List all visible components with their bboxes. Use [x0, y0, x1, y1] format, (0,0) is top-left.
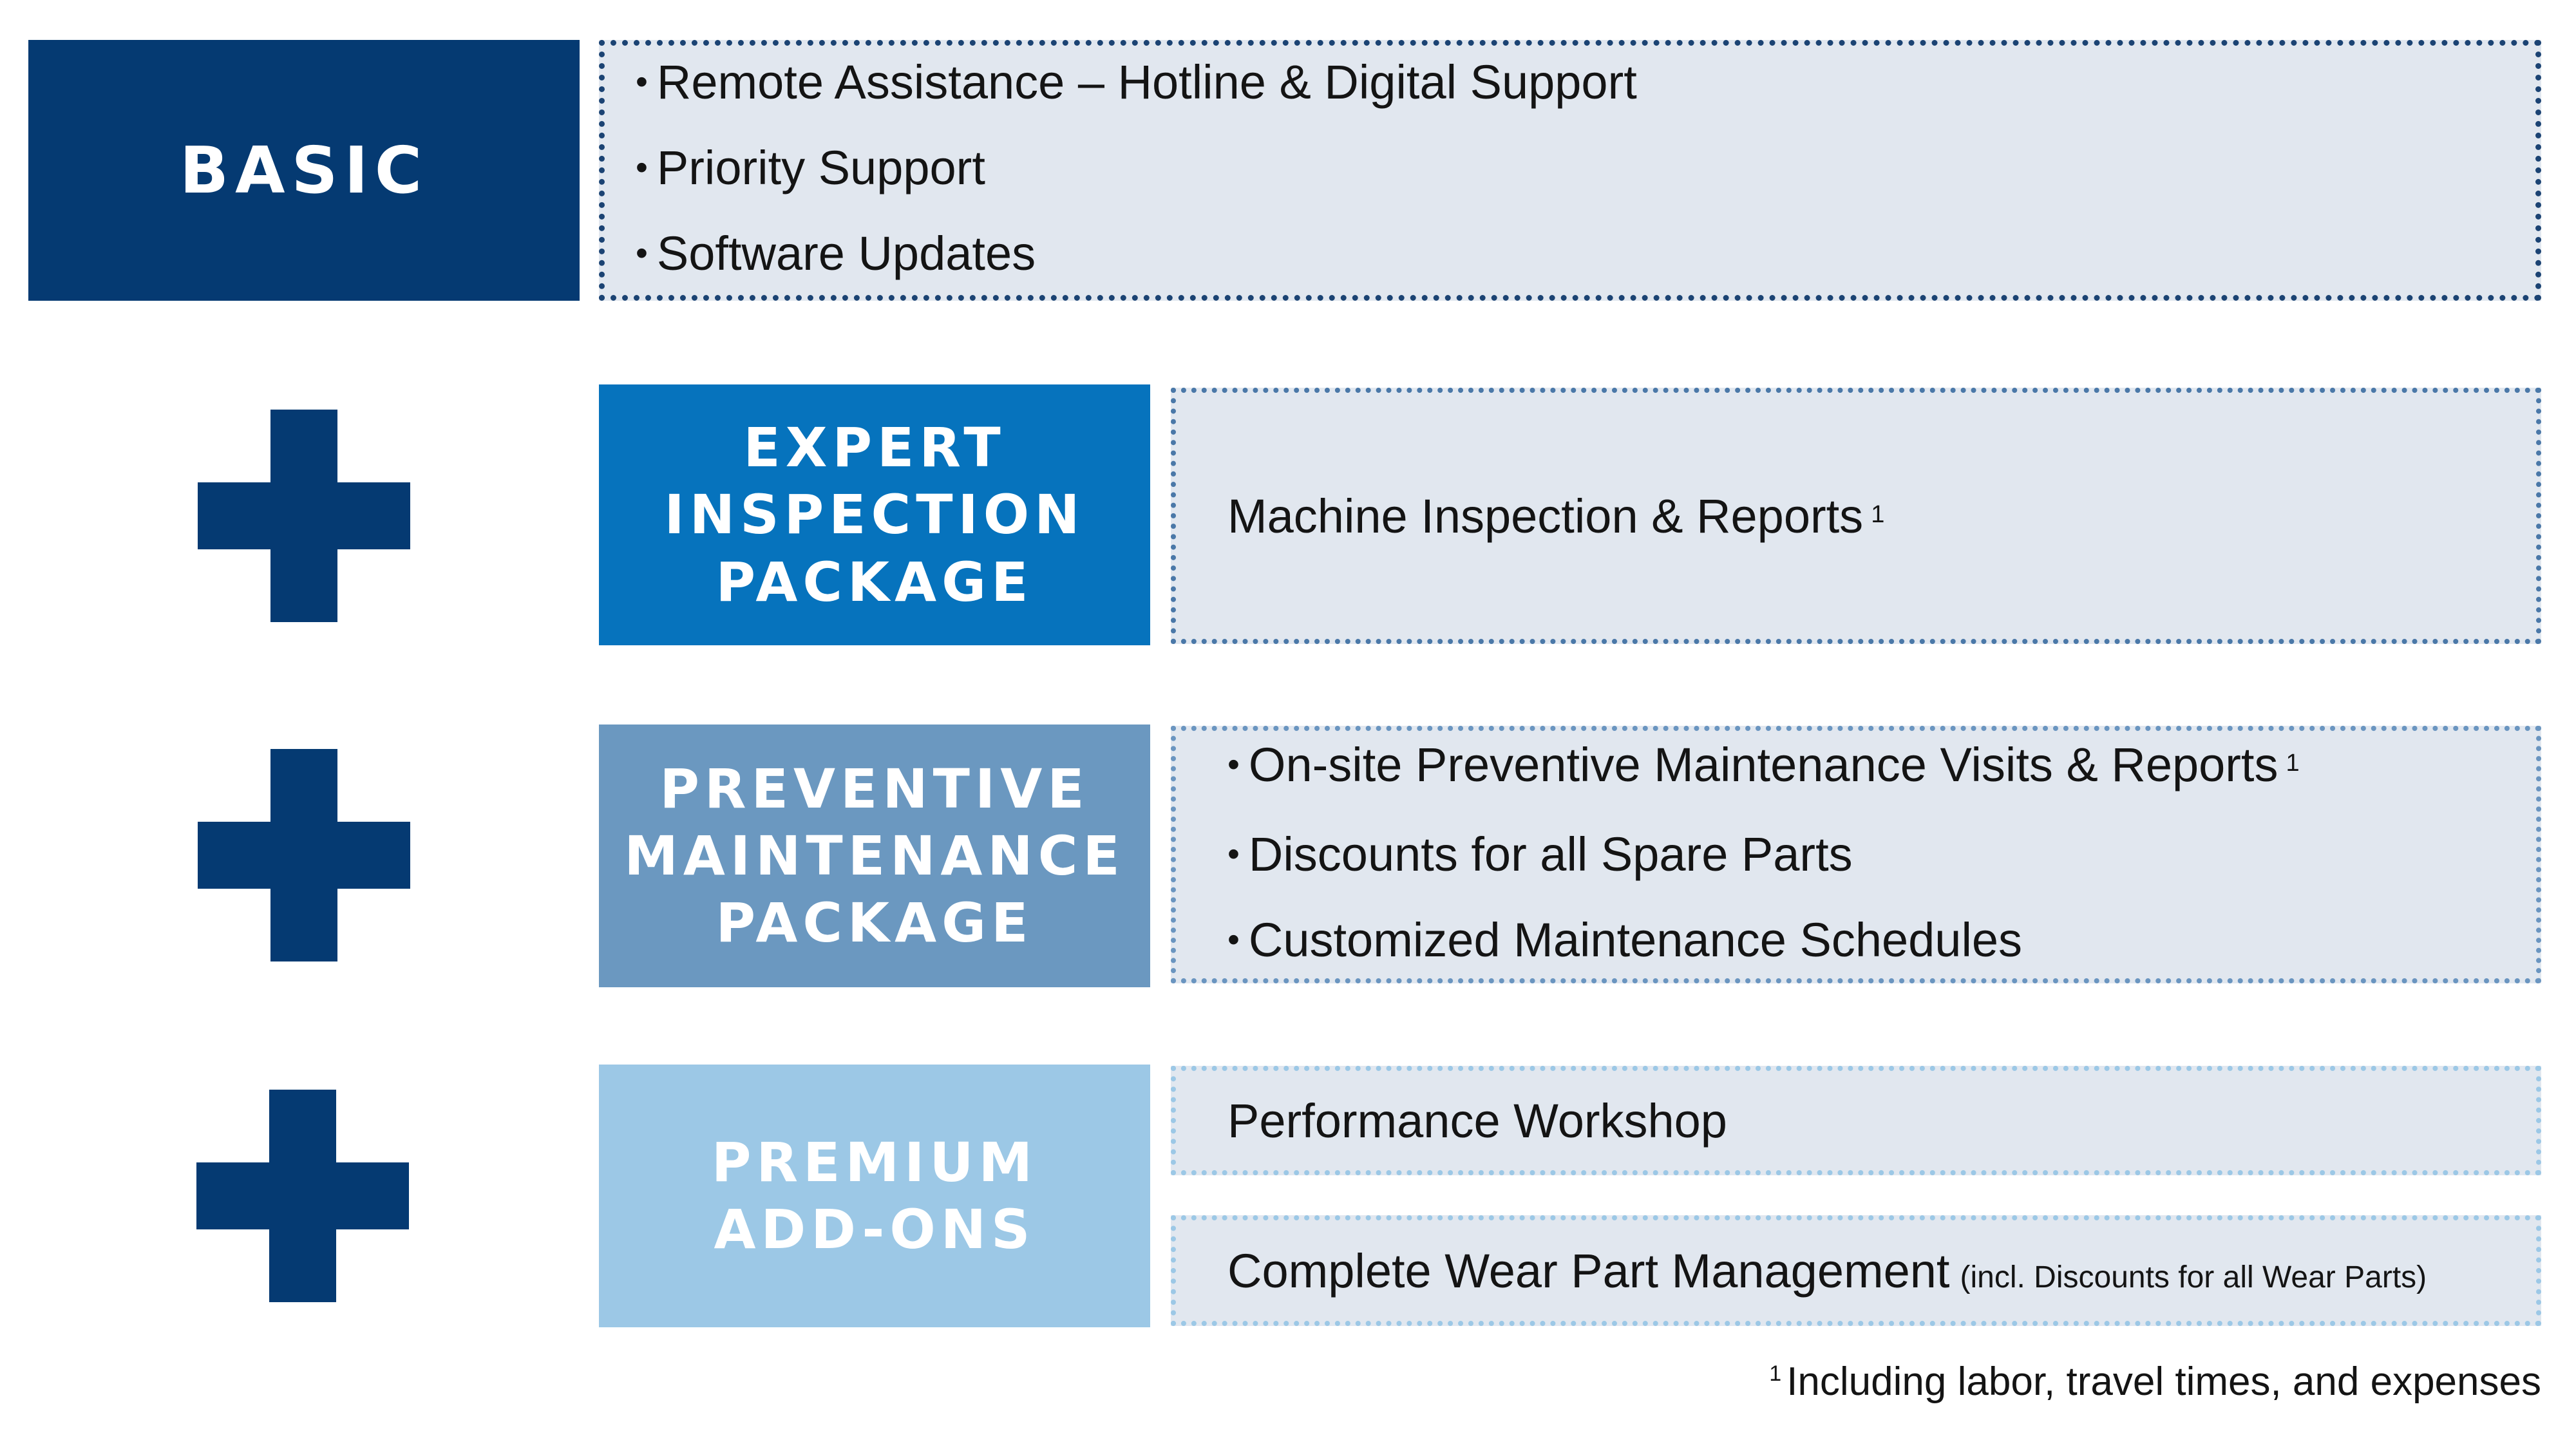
premium-addon-item: Complete Wear Part Management(incl. Disc… — [1227, 1244, 2427, 1298]
premium-addon-panel-2: Complete Wear Part Management(incl. Disc… — [1171, 1215, 2541, 1326]
premium-tier-box: PREMIUM ADD-ONS — [599, 1065, 1150, 1327]
plus-icon — [198, 410, 410, 622]
footnote-marker: 1 — [1769, 1361, 1782, 1386]
premium-addon-note: (incl. Discounts for all Wear Parts) — [1960, 1260, 2427, 1294]
preventive-tier-label: PREVENTIVE MAINTENANCE PACKAGE — [624, 757, 1125, 955]
premium-addon-panel-1: Performance Workshop — [1171, 1066, 2541, 1175]
premium-tier-label: PREMIUM ADD-ONS — [711, 1130, 1038, 1261]
list-item: Discounts for all Spare Parts — [1227, 814, 2536, 900]
list-item: Customized Maintenance Schedules — [1227, 900, 2536, 985]
preventive-features-list: On-site Preventive Maintenance Visits & … — [1227, 724, 2536, 985]
expert-tier-label: EXPERT INSPECTION PACKAGE — [664, 416, 1085, 614]
plus-icon — [196, 1090, 409, 1302]
footnote-marker: 1 — [2286, 749, 2300, 777]
basic-tier-label: BASIC — [179, 132, 429, 208]
basic-tier-box: BASIC — [28, 40, 580, 301]
basic-features-panel: Remote Assistance – Hotline & Digital Su… — [599, 40, 2541, 301]
footnote-text: Including labor, travel times, and expen… — [1786, 1359, 2541, 1404]
plus-icon — [198, 749, 410, 961]
footnote-marker: 1 — [1871, 500, 1885, 528]
list-item: Priority Support — [636, 128, 2535, 213]
list-item: Software Updates — [636, 213, 2535, 299]
expert-tier-box: EXPERT INSPECTION PACKAGE — [599, 384, 1150, 645]
basic-features-list: Remote Assistance – Hotline & Digital Su… — [636, 42, 2535, 299]
preventive-tier-box: PREVENTIVE MAINTENANCE PACKAGE — [599, 724, 1150, 987]
list-item: On-site Preventive Maintenance Visits & … — [1227, 724, 2536, 814]
preventive-features-panel: On-site Preventive Maintenance Visits & … — [1171, 726, 2541, 983]
premium-addon-item: Performance Workshop — [1227, 1094, 1727, 1148]
list-item: Remote Assistance – Hotline & Digital Su… — [636, 42, 2535, 128]
